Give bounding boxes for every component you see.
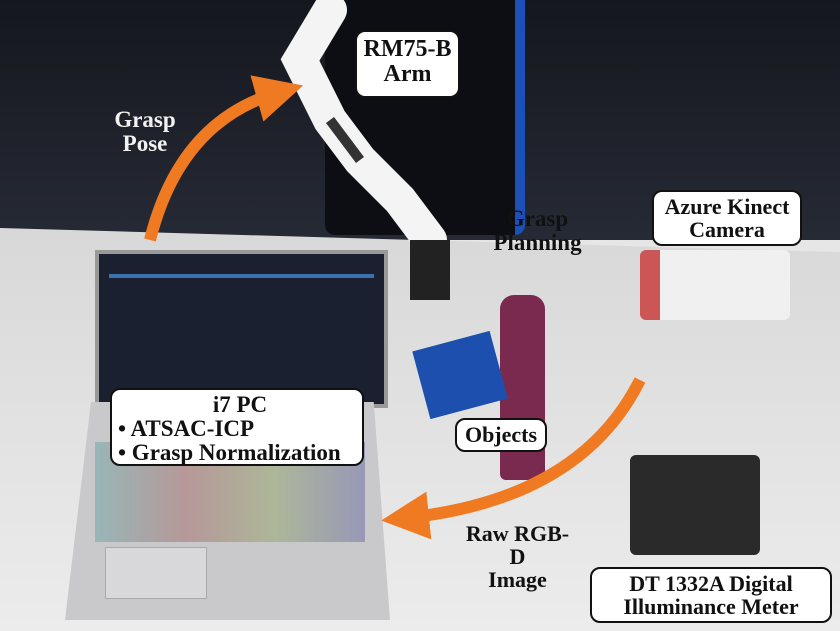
grasp-pose-label: Grasp Pose [100, 107, 190, 157]
grasp-planning-line2: Planning [493, 230, 582, 256]
pc-bullet-1: • ATSAC-ICP [118, 416, 255, 442]
camera-device [640, 250, 790, 320]
arm-label-line1: RM75-B [363, 36, 452, 62]
grasp-planning-label: Grasp Planning [480, 206, 595, 256]
grasp-planning-line1: Grasp [506, 206, 569, 231]
grasp-pose-line2: Pose [122, 131, 168, 157]
light-meter-device [630, 455, 760, 555]
raw-image-line2: Image [488, 567, 547, 593]
raw-image-line1: Raw RGB-D [465, 521, 570, 570]
pc-bullet-2: • Grasp Normalization [118, 440, 341, 466]
grasp-pose-arrow [144, 75, 304, 242]
meter-label-line1: DT 1332A Digital [629, 571, 793, 596]
camera-label-line2: Camera [689, 217, 765, 243]
objects-label: Objects [455, 418, 547, 452]
meter-label: DT 1332A Digital Illuminance Meter [590, 567, 832, 623]
raw-image-label: Raw RGB-D Image [460, 522, 575, 591]
arm-label-line2: Arm [383, 61, 432, 88]
raw-image-arrow [381, 377, 646, 540]
camera-label: Azure Kinect Camera [652, 190, 802, 246]
grasp-pose-line1: Grasp [114, 107, 176, 132]
pc-label-title: i7 PC [212, 392, 268, 417]
camera-label-line1: Azure Kinect [664, 194, 790, 219]
arm-label: RM75-B Arm [355, 30, 460, 98]
meter-label-line2: Illuminance Meter [623, 594, 799, 620]
pc-label: i7 PC • ATSAC-ICP • Grasp Normalization [110, 388, 364, 466]
